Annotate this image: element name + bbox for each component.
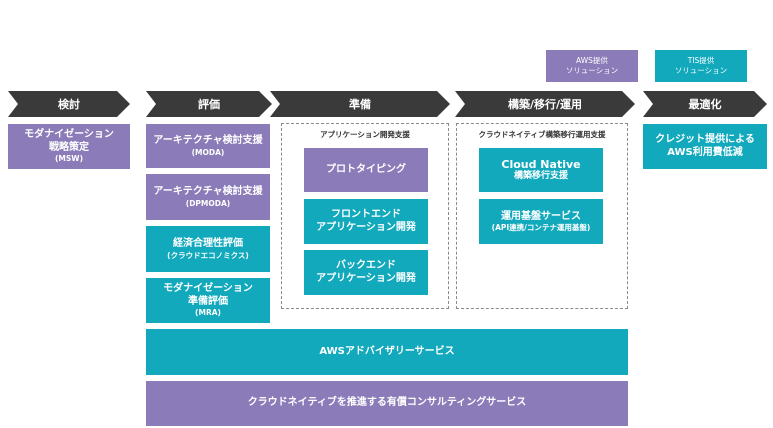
cloud-native-title: Cloud Native <box>501 157 581 171</box>
cloud-native-group-label: クラウドネイティブ構築移行運用支援 <box>478 130 606 139</box>
consulting-band: クラウドネイティブを推進する有償コンサルティングサービス <box>146 381 628 426</box>
moda-title: アーキテクチャ検討支援 <box>153 135 263 147</box>
phase-label: 構築/移行/運用 <box>507 98 583 111</box>
ops-platform-box: 運用基盤サービス (API連携/コンテナ運用基盤) <box>479 199 603 244</box>
dpmoda-title: アーキテクチャ検討支援 <box>153 186 263 198</box>
app-dev-group: アプリケーション開発支援 <box>281 123 449 309</box>
economics-box: 経済合理性評価 (クラウドエコノミクス) <box>146 226 270 272</box>
phase-kento: 検討 <box>8 91 130 117</box>
phase-kochiku: 構築/移行/運用 <box>455 91 635 117</box>
economics-title: 経済合理性評価 <box>173 238 243 250</box>
ops-platform-sub: (API連携/コンテナ運用基盤) <box>491 223 591 233</box>
moda-sub: (MODA) <box>191 147 225 157</box>
legend-aws: AWS提供 ソリューション <box>546 50 638 82</box>
aws-advisory-band: AWSアドバイザリーサービス <box>146 329 628 375</box>
moda-box: アーキテクチャ検討支援 (MODA) <box>146 124 270 168</box>
backend-box: バックエンド アプリケーション開発 <box>304 250 428 295</box>
mra-box: モダナイゼーション 準備評価 (MRA) <box>146 278 270 323</box>
economics-sub: (クラウドエコノミクス) <box>167 250 249 260</box>
msw-sub: (MSW) <box>55 154 83 164</box>
credit-box: クレジット提供による AWS利用費低減 <box>643 124 767 169</box>
dpmoda-box: アーキテクチャ検討支援 (DPMODA) <box>146 174 270 220</box>
phase-label: 検討 <box>58 98 80 111</box>
phase-label: 準備 <box>349 98 371 111</box>
app-dev-group-label: アプリケーション開発支援 <box>320 130 410 139</box>
phase-label: 最適化 <box>688 98 722 111</box>
frontend-box: フロントエンド アプリケーション開発 <box>304 199 428 244</box>
ops-platform-title: 運用基盤サービス <box>501 210 581 222</box>
phase-label: 評価 <box>198 98 220 111</box>
cloud-native-sub: 構築移行支援 <box>513 171 568 182</box>
phase-junbi: 準備 <box>270 91 450 117</box>
phase-hyoka: 評価 <box>146 91 272 117</box>
phase-saiteki: 最適化 <box>643 91 767 117</box>
cloud-native-group: クラウドネイティブ構築移行運用支援 <box>456 123 628 309</box>
msw-box: モダナイゼーション 戦略策定 (MSW) <box>8 124 130 169</box>
mra-title: モダナイゼーション 準備評価 <box>163 283 253 307</box>
legend-tis: TIS提供 ソリューション <box>655 50 747 82</box>
cloud-native-box: Cloud Native 構築移行支援 <box>479 148 603 192</box>
mra-sub: (MRA) <box>195 308 221 318</box>
prototyping-box: プロトタイピング <box>304 148 428 192</box>
dpmoda-sub: (DPMODA) <box>185 198 231 208</box>
msw-title: モダナイゼーション 戦略策定 <box>24 129 114 153</box>
